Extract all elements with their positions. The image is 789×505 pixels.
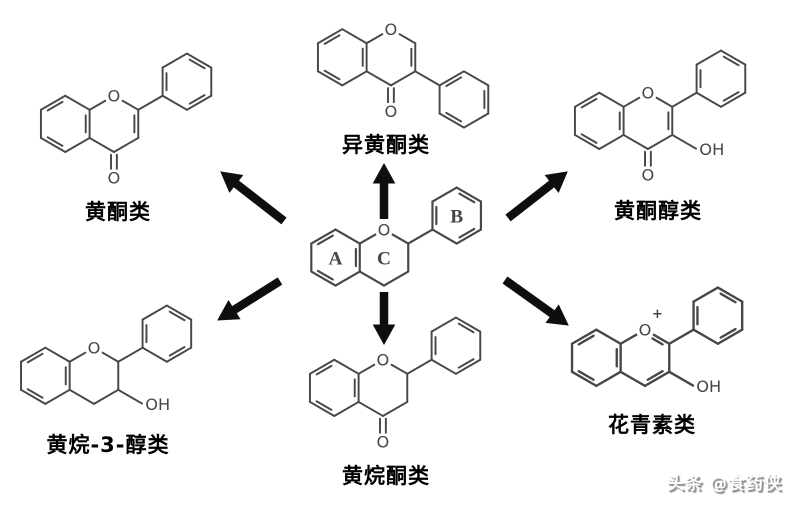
flavan3ol-drawing: OH O [15,298,201,419]
arrow-to-anthocyanidin [502,276,569,326]
ring-a-letter: A [329,248,343,269]
flavonol-drawing: O OH O [569,43,755,189]
flavone-skeleton: OO [39,52,213,187]
structure-anthocyanidin: OH O+ 花青素类 [566,280,752,437]
label-isoflavone: 异黄酮类 [342,133,430,157]
ketone-oxygen-label: O [385,102,398,121]
label-flavanone: 黄烷酮类 [342,464,430,488]
ring-oxygen-label: O [639,321,652,340]
structure-flavonol: O OH O 黄酮醇类 [569,43,755,223]
anthocyanidin-drawing: OH O+ [566,280,752,401]
label-anthocyanidin: 花青素类 [608,413,696,437]
ring-oxygen-label: O [377,351,390,370]
ring-oxygen-label: O [88,339,101,358]
ketone-oxygen-label: O [108,168,121,187]
watermark: 头条 @食药侠 [667,469,782,494]
ring-oxygen-label: O [385,20,398,39]
isoflavone-skeleton: OO [316,19,490,129]
ring-oxygen-label: O [642,84,655,103]
anthocyanidin-skeleton: OH O+ [570,286,744,396]
label-flavone: 黄酮类 [85,200,151,224]
flavan3ol-skeleton: OH O [20,304,193,414]
hydroxyl-label: OH [145,395,170,414]
arrow-to-flavan3ol [217,277,283,321]
ketone-oxygen-label: O [377,432,390,451]
structure-flavan3ol: OH O 黄烷-3-醇类 [15,298,201,457]
hydroxyl-label: OH [696,377,721,396]
flavan-core-drawing: O A C B [305,180,491,292]
ketone-oxygen-label: O [642,165,655,184]
arrow-to-flavone [220,171,287,225]
ring-b-letter: B [450,206,463,227]
flavan-skeleton: O A C B [310,186,482,287]
structure-flavan-core: O A C B [305,180,491,292]
ring-oxygen-label: O [378,220,391,239]
label-flavan3ol: 黄烷-3-醇类 [46,433,170,457]
arrow-to-flavonol [505,171,568,222]
label-flavonol: 黄酮醇类 [614,199,702,223]
oxocarbenium-plus-label: + [652,307,663,322]
ring-oxygen-label: O [108,87,121,106]
ring-c-letter: C [377,248,391,269]
flavanone-skeleton: OO [308,316,482,451]
hydroxyl-label: OH [699,140,724,159]
flavonol-skeleton: O OH O [573,49,747,184]
watermark-text: 头条 @食药侠 [667,474,782,494]
